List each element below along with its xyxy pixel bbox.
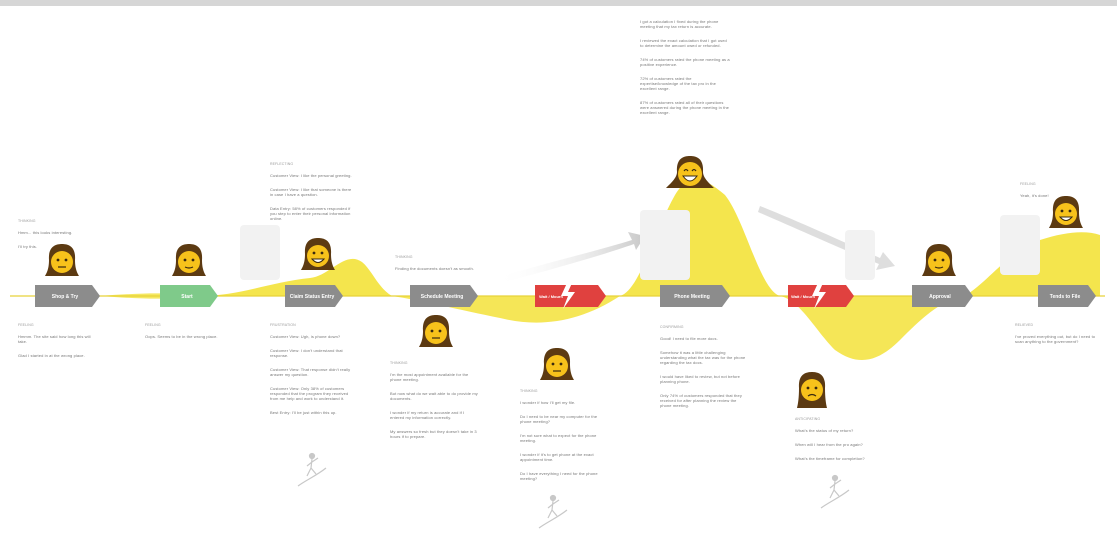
note-schedule-below: THINKING I'm the most appointment availa… xyxy=(390,356,478,448)
note-wait2-below: ANTICIPATING What's the status of my ret… xyxy=(795,412,875,470)
note-line: Data Entry: 58% of customers responded i… xyxy=(270,206,351,221)
note-header: FEELING xyxy=(145,323,161,327)
stage-wait-2: Wait / Mourn xyxy=(788,283,854,309)
note-line: I wonder if my return is accurate and if… xyxy=(390,410,465,420)
note-header: CONFIRMING xyxy=(660,325,684,329)
note-line: Hmmm. The site said how long this will t… xyxy=(18,334,91,344)
stage-wait-1: Wait / Mourn xyxy=(535,283,606,309)
note-line: 74% of customers rated the phone meeting… xyxy=(640,57,730,67)
note-line: When will I hear from the pro again? xyxy=(795,442,863,447)
note-start-below: FEELING Oops. Seems to be in the wrong p… xyxy=(145,318,227,348)
note-header: FRUSTRATION xyxy=(270,323,296,327)
stage-label: Wait / Mourn xyxy=(539,294,563,299)
note-line: I've proved everything out, but do I nee… xyxy=(1015,334,1096,344)
note-file-below: RELIEVED I've proved everything out, but… xyxy=(1015,318,1105,353)
note-line: Yeah, it's done! xyxy=(1020,193,1049,198)
note-line: Do I have everything I need for the phon… xyxy=(520,471,598,481)
stage-label: Approval xyxy=(929,294,951,300)
note-wait-below: THINKING I wonder if how I'll get my fil… xyxy=(520,384,604,490)
emotion-curve-negative xyxy=(392,296,965,361)
note-line: Customer View: I like the personal greet… xyxy=(270,173,352,178)
note-header: FEELING xyxy=(18,323,34,327)
note-line: I wonder if how I'll get my file. xyxy=(520,400,576,405)
stage-label: Start xyxy=(181,294,193,300)
note-line: What's the timeframe for completion? xyxy=(795,456,865,461)
note-schedule-above: THINKING Finding the documents doesn't a… xyxy=(395,250,483,280)
note-shop-above: THINKING Hmm... this looks interesting. … xyxy=(18,214,108,258)
note-line: Only 74% of customers responded that the… xyxy=(660,393,742,408)
note-file-above: FEELING Yeah, it's done! xyxy=(1020,177,1100,207)
note-line: Do I need to be near my computer for the… xyxy=(520,414,598,424)
note-line: Good! I need to file more docs. xyxy=(660,336,718,341)
note-line: Oops. Seems to be in the wrong place. xyxy=(145,334,218,339)
note-claim-above: REFLECTING Customer View: I like the per… xyxy=(270,157,352,230)
face-ecstatic-icon xyxy=(666,156,714,188)
note-header: THINKING xyxy=(395,255,413,259)
note-header: THINKING xyxy=(520,389,538,393)
note-line: But now what do we wait able to do provi… xyxy=(390,391,478,401)
note-line: I'm not sure what to expect for the phon… xyxy=(520,433,597,443)
note-header: RELIEVED xyxy=(1015,323,1034,327)
note-line: Customer View: That response didn't real… xyxy=(270,367,351,377)
note-line: Somehow it was a little challenging unde… xyxy=(660,350,746,365)
face-sad-icon xyxy=(797,372,827,408)
note-header: THINKING xyxy=(390,361,408,365)
note-line: Best Entry: I'll be just within this up. xyxy=(270,410,337,415)
face-neutral-icon xyxy=(172,244,206,276)
note-line: Customer View: Only 38% of customers res… xyxy=(270,386,349,401)
note-line: I got a calculation I fixed during the p… xyxy=(640,19,719,29)
note-line: 87% of customers rated all of their ques… xyxy=(640,100,729,115)
note-claim-below: FRUSTRATION Customer View: Ugh, is phone… xyxy=(270,318,352,424)
stage-label: Schedule Meeting xyxy=(421,294,464,300)
stage-start: Start xyxy=(160,285,218,307)
note-line: 72% of customers rated the expertise/kno… xyxy=(640,76,716,91)
stage-schedule-meeting: Schedule Meeting xyxy=(410,285,478,307)
top-bar xyxy=(0,0,1117,6)
faces xyxy=(45,156,1083,408)
stage-markers: Shop & Try Start Claim Status Entry Sche… xyxy=(35,283,1096,309)
note-header: THINKING xyxy=(18,219,36,223)
note-line: Customer View: I don't understand that r… xyxy=(270,348,343,358)
note-header: FEELING xyxy=(1020,182,1036,186)
stage-tends-to-file: Tends to File xyxy=(1038,285,1096,307)
stage-label: Phone Meeting xyxy=(674,294,710,300)
note-header: REFLECTING xyxy=(270,162,294,166)
note-line: Glad I started in at the wrong place. xyxy=(18,353,85,358)
face-neutral-icon xyxy=(540,348,574,380)
note-line: My answers so fresh but they doesn't tak… xyxy=(390,429,477,439)
face-neutral-icon xyxy=(45,244,79,276)
note-header: ANTICIPATING xyxy=(795,417,821,421)
rising-arrow xyxy=(495,232,645,284)
stage-phone-meeting: Phone Meeting xyxy=(660,285,730,307)
face-neutral-icon xyxy=(922,244,956,276)
stage-label: Wait / Mourn xyxy=(791,294,815,299)
stage-claim-status: Claim Status Entry xyxy=(285,285,343,307)
note-line: I wonder if it's to get phone at the exa… xyxy=(520,452,594,462)
note-line: I would have liked to review, but not be… xyxy=(660,374,741,384)
climbing-figure-icon xyxy=(820,474,850,509)
stage-shop-and-try: Shop & Try xyxy=(35,285,100,307)
stage-label: Tends to File xyxy=(1050,294,1081,300)
note-phone-below: CONFIRMING Good! I need to file more doc… xyxy=(660,320,748,417)
climbing-figure-icon xyxy=(297,452,327,487)
note-line: I'll try this. xyxy=(18,244,38,249)
face-happy-icon xyxy=(1049,196,1083,228)
note-shop-below: FEELING Hmmm. The site said how long thi… xyxy=(18,318,100,367)
note-line: Customer View: Ugh, is phone down? xyxy=(270,334,341,339)
note-line: Finding the documents doesn't as smooth. xyxy=(395,266,475,271)
note-line: What's the status of my return? xyxy=(795,428,854,433)
note-line: I'm the most appointment available for t… xyxy=(390,372,469,382)
stage-approval: Approval xyxy=(912,285,973,307)
stage-label: Shop & Try xyxy=(52,294,79,300)
note-line: Customer View: I like that someone is th… xyxy=(270,187,352,197)
note-line: Hmm... this looks interesting. xyxy=(18,230,73,235)
note-phone-above: I got a calculation I fixed during the p… xyxy=(640,14,730,124)
background-shapes xyxy=(240,210,1040,280)
note-line: I reviewed the exact calculation that I … xyxy=(640,38,727,48)
climbing-figure-icon xyxy=(538,494,568,529)
stage-label: Claim Status Entry xyxy=(290,294,335,300)
face-neutral-icon xyxy=(419,315,453,347)
face-happy-icon xyxy=(301,238,335,270)
